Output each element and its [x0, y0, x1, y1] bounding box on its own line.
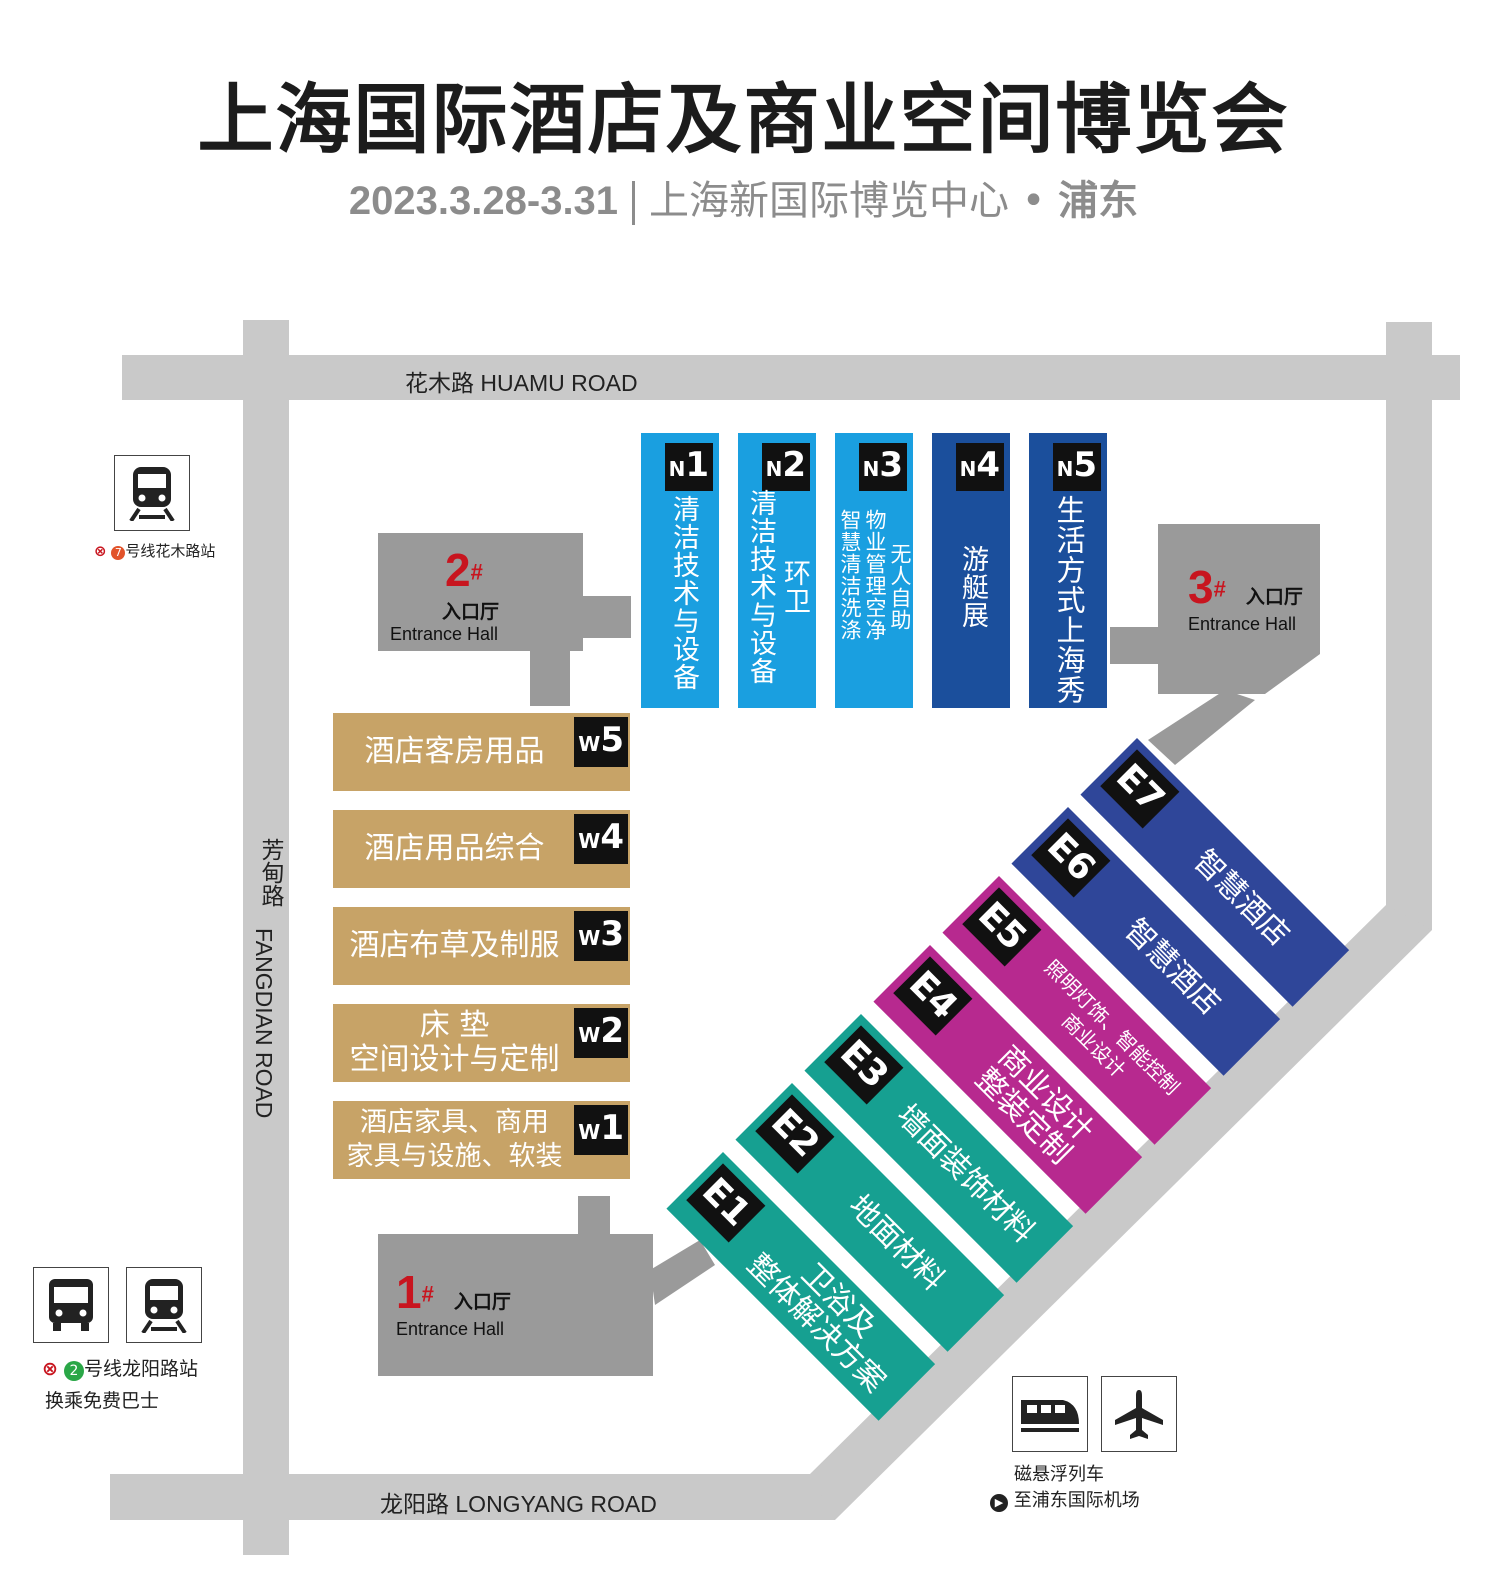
entrance-hall-2-wing: [583, 596, 631, 638]
event-date: 2023.3.28-3.31: [348, 179, 619, 223]
road-label-fangdian-cn: 芳甸路: [258, 838, 284, 907]
entrance-2-label: 2# 入口厅 Entrance Hall: [390, 544, 500, 644]
airport-link[interactable]: ▶ 至浦东国际机场: [990, 1486, 1140, 1512]
free-bus-note: 换乘免费巴士: [45, 1390, 160, 1412]
airplane-icon: [1101, 1376, 1177, 1452]
bus-icon: [33, 1267, 109, 1343]
entrance-hall-3: [1110, 524, 1320, 694]
district: 浦东: [1058, 178, 1139, 224]
entrance-hall-1-stem: [578, 1196, 610, 1236]
entrance-1-label: 1#入口厅 Entrance Hall: [396, 1266, 511, 1339]
hall-w2[interactable]: 床 垫空间设计与定制 W2: [333, 1004, 630, 1082]
entrance-hall-2-stem: [530, 651, 570, 706]
line7-badge: 7: [111, 546, 126, 560]
road-label-fangdian-en: FANGDIAN ROAD: [251, 928, 277, 1119]
hall-n4[interactable]: N4 游艇展: [932, 433, 1010, 708]
line2-badge: 2: [63, 1361, 84, 1381]
huamu-road: [122, 355, 1460, 400]
maglev-label: 磁悬浮列车: [1014, 1464, 1104, 1485]
metro-logo-icon: ⊗: [94, 542, 107, 560]
hall-n3[interactable]: N3 智慧清洁洗涤 物业管理空净 无人自助: [835, 433, 913, 708]
metro-logo-icon: ⊗: [42, 1358, 58, 1380]
road-label-longyang: 龙阳路 LONGYANG ROAD: [380, 1491, 657, 1517]
metro-icon: [114, 455, 190, 531]
maglev-icon: [1012, 1376, 1088, 1452]
hall-w3[interactable]: 酒店布草及制服 W3: [333, 907, 630, 985]
page-title: 上海国际酒店及商业空间博览会: [197, 75, 1290, 164]
hall-w5[interactable]: 酒店客房用品 W5: [333, 713, 630, 791]
entrance-3-label: 3#入口厅 Entrance Hall: [1188, 561, 1303, 634]
hall-n5[interactable]: N5 生活方式上海秀: [1029, 433, 1107, 708]
entrance-hall-2: [378, 533, 583, 651]
hall-n2[interactable]: N2 清洁技术与设备 环卫: [738, 433, 816, 708]
play-arrow-icon: ▶: [990, 1494, 1008, 1512]
hall-w4[interactable]: 酒店用品综合 W4: [333, 810, 630, 888]
entrance-hall-1: [378, 1234, 653, 1376]
hall-n1[interactable]: N1 清洁技术与设备: [641, 433, 719, 708]
east-road: [1386, 322, 1432, 930]
hall-w1[interactable]: 酒店家具、商用家具与设施、软装 W1: [333, 1101, 630, 1179]
metro-icon: [126, 1267, 202, 1343]
fangdian-road: [243, 320, 289, 1555]
longyang-road: [110, 1474, 835, 1520]
divider: [632, 181, 636, 225]
venue: 上海新国际博览中心: [649, 178, 1010, 224]
road-label-huamu: 花木路 HUAMU ROAD: [405, 370, 638, 396]
